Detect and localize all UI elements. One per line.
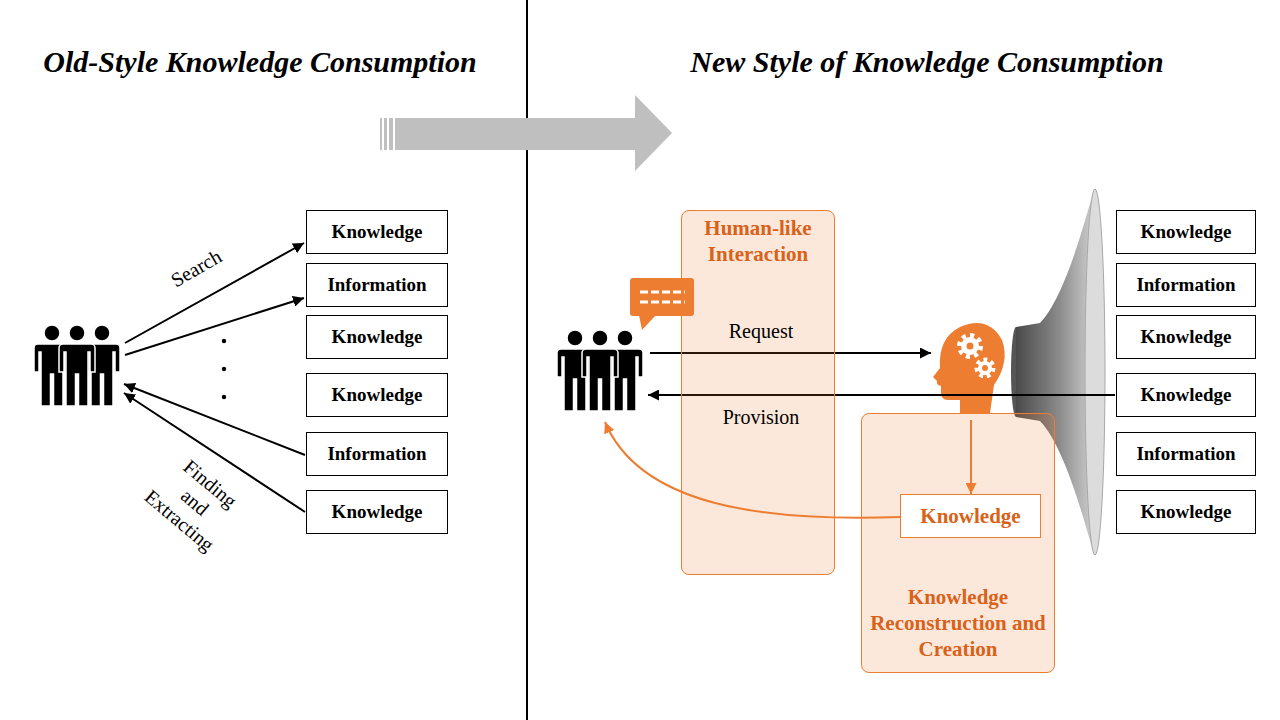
- source-box: Knowledge: [306, 315, 448, 359]
- person-icon: [59, 325, 95, 406]
- source-box: Information: [306, 432, 448, 476]
- gear-hole: [982, 365, 988, 371]
- node-text: Information: [1136, 443, 1235, 465]
- search-arrow: [125, 298, 304, 355]
- node-text: Knowledge: [1141, 326, 1232, 348]
- result-box: Knowledge: [900, 494, 1041, 538]
- head-silhouette: [933, 323, 1005, 413]
- arrow-label: Provision: [723, 405, 800, 429]
- arrow-label: Provision: [723, 405, 800, 429]
- thinking-head: [933, 323, 1005, 413]
- transition-arrow: [380, 95, 672, 171]
- node-text: Knowledge: [332, 501, 423, 523]
- node-text: Knowledge Reconstruction and Creation: [868, 584, 1048, 662]
- divider-line: [526, 0, 528, 720]
- node-text: Human-like Interaction: [688, 215, 828, 267]
- gear-teeth: [977, 360, 993, 376]
- section-title: Old-Style Knowledge Consumption: [43, 44, 476, 80]
- people-icon: [557, 330, 643, 411]
- source-box: Information: [1116, 263, 1256, 307]
- node-text: Information: [1136, 274, 1235, 296]
- people-icon: [34, 325, 120, 406]
- node-text: Information: [327, 443, 426, 465]
- dot: [222, 339, 226, 343]
- dot: [222, 367, 226, 371]
- node-text: Knowledge: [332, 221, 423, 243]
- source-box: Knowledge: [306, 373, 448, 417]
- gear-teeth: [960, 336, 980, 356]
- arrow-label: Finding and Extracting: [137, 445, 254, 559]
- funnel-rim: [1085, 189, 1105, 555]
- arrow-label: Request: [729, 319, 793, 343]
- node-text: Knowledge: [332, 384, 423, 406]
- arrow-label: Request: [729, 319, 793, 343]
- search-arrow: [125, 243, 304, 343]
- bubble-dash: [640, 291, 685, 294]
- arrow-label: Finding and Extracting: [137, 445, 254, 559]
- ellipsis-dots: [222, 339, 226, 399]
- node-text: Information: [327, 274, 426, 296]
- section-title: New Style of Knowledge Consumption: [690, 44, 1163, 80]
- section-title: Old-Style Knowledge Consumption: [43, 44, 476, 80]
- arrow-stripe: [380, 118, 382, 150]
- stage-panel: Human-like Interaction: [681, 210, 835, 575]
- stage-panel: Knowledge Reconstruction and Creation Kno…: [861, 413, 1055, 673]
- arrow-stripe: [384, 118, 387, 150]
- bubble-dash: [640, 301, 685, 304]
- dot: [222, 395, 226, 399]
- source-box: Knowledge: [1116, 490, 1256, 534]
- node-text: Knowledge: [332, 326, 423, 348]
- node-text: Knowledge: [1141, 221, 1232, 243]
- node-text: Knowledge: [1141, 501, 1232, 523]
- gear-body: [961, 337, 979, 355]
- source-box: Knowledge: [1116, 210, 1256, 254]
- arrow-label: Search: [166, 244, 225, 292]
- source-box: Knowledge: [306, 490, 448, 534]
- gear-hole: [967, 343, 974, 350]
- source-box: Knowledge: [306, 210, 448, 254]
- source-box: Knowledge: [1116, 315, 1256, 359]
- bubble-tail: [639, 315, 656, 330]
- extract-arrow: [124, 384, 305, 455]
- arrow-body: [395, 95, 672, 171]
- source-box: Knowledge: [1116, 373, 1256, 417]
- person-icon: [582, 330, 618, 411]
- section-title: New Style of Knowledge Consumption: [690, 44, 1163, 80]
- gear-body: [978, 361, 992, 375]
- node-text: Knowledge: [1141, 384, 1232, 406]
- arrow-stripe: [389, 118, 393, 150]
- node-text: Knowledge: [920, 503, 1020, 529]
- source-box: Information: [306, 263, 448, 307]
- arrow-label: Search: [166, 244, 225, 292]
- source-box: Information: [1116, 432, 1256, 476]
